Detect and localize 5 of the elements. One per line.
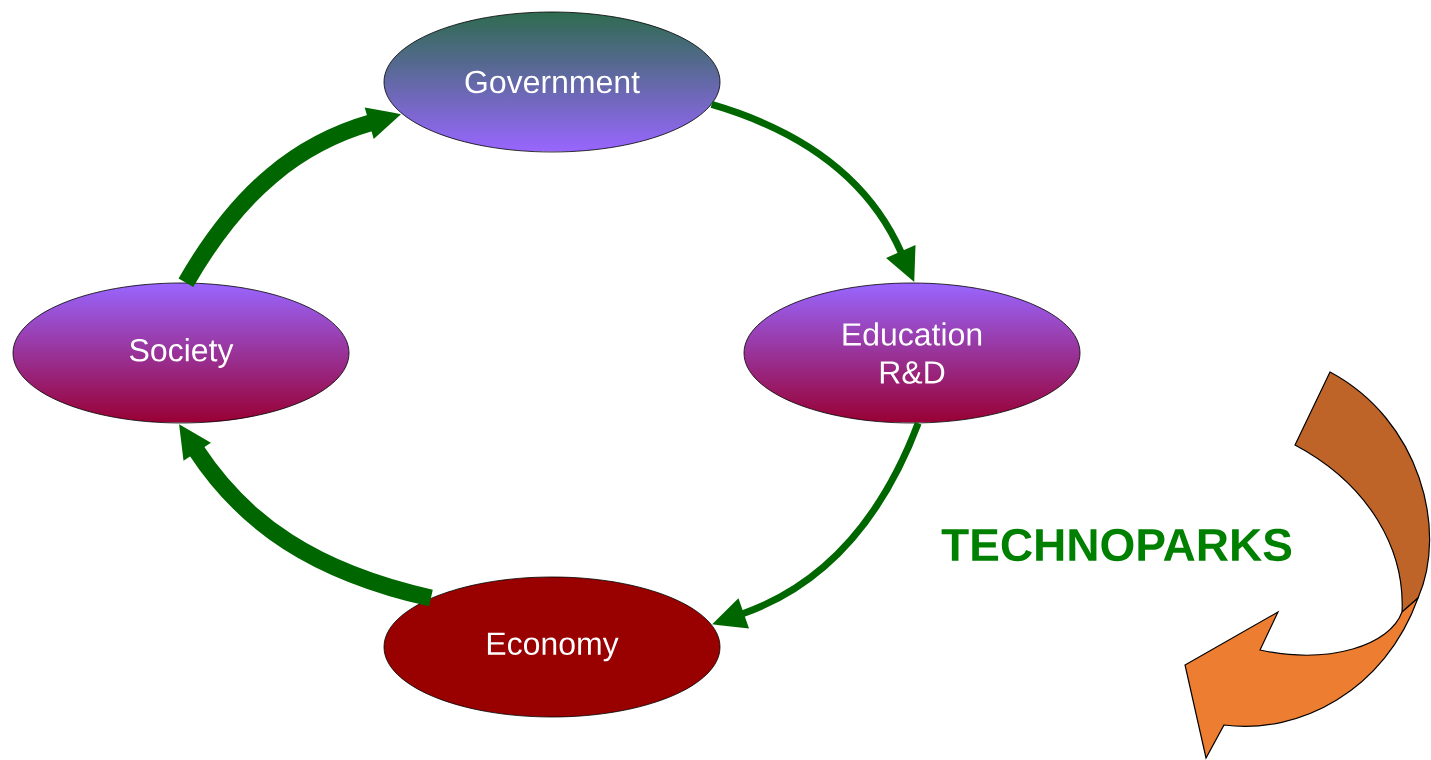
ellipse-node: Society (12, 282, 350, 424)
banner-label: TECHNOPARKS (941, 528, 1292, 562)
ellipse-node: Education R&D (743, 282, 1081, 424)
ellipse-node: Economy (383, 576, 721, 718)
ellipse-node: Government (383, 11, 721, 153)
